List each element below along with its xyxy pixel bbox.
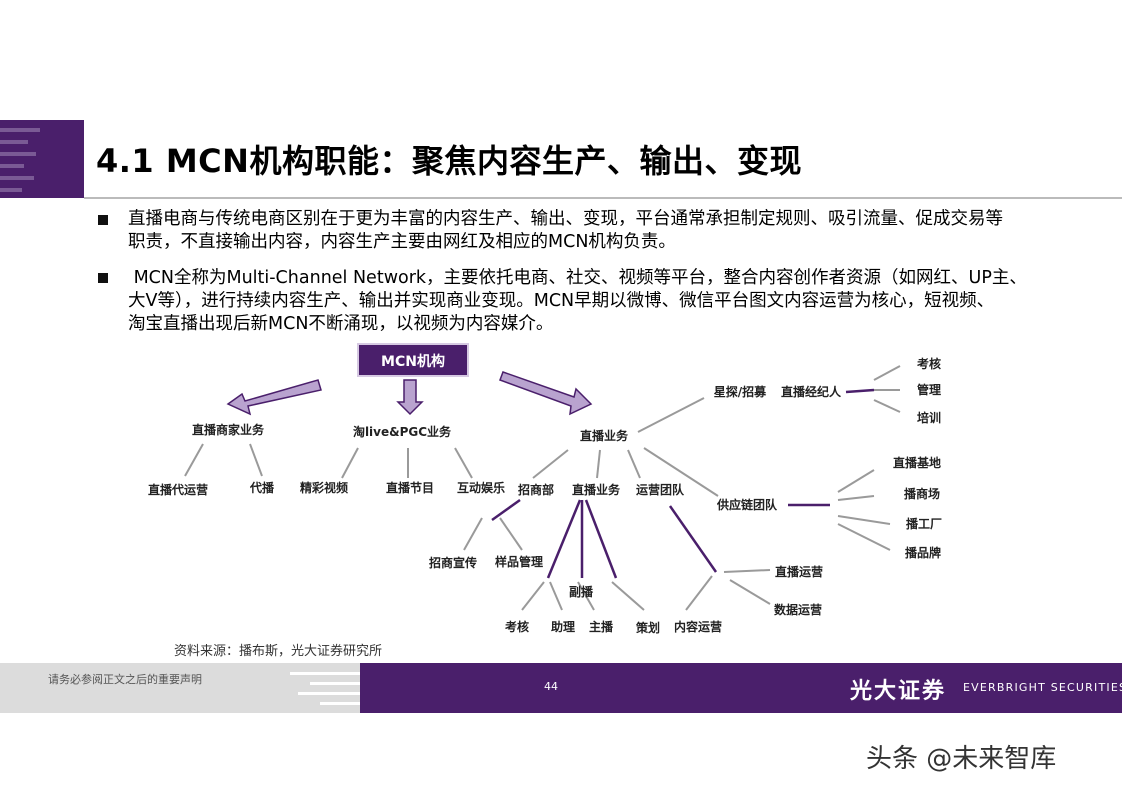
connector-line <box>341 447 359 479</box>
node-supply-chain: 供应链团队 <box>716 497 778 512</box>
connector-line <box>627 449 641 479</box>
node-live-program: 直播节目 <box>386 480 434 495</box>
bullet-2-line-2: 大V等），进行持续内容生产、输出并实现商业变现。MCN早期以微博、微信平台图文内… <box>128 291 995 311</box>
connector-line <box>837 523 891 551</box>
connector-line <box>454 447 473 479</box>
connector-line <box>463 517 483 551</box>
node-training: 培训 <box>917 410 941 425</box>
connector-line <box>837 515 891 525</box>
connector-line <box>249 443 263 477</box>
connector-line <box>873 365 901 381</box>
node-live-factory: 播工厂 <box>906 516 942 531</box>
node-investment-dept: 招商部 <box>518 482 554 497</box>
bullet-icon <box>98 215 108 225</box>
brand-logo-cn: 光大证券 <box>850 678 947 704</box>
bullet-icon <box>98 273 108 283</box>
bullet-1-line-1: 直播电商与传统电商区别在于更为丰富的内容生产、输出、变现，平台通常承担制定规则、… <box>128 209 1003 229</box>
connector-line-highlight <box>491 498 521 522</box>
header-decoration <box>0 120 84 198</box>
connector-line <box>837 469 875 493</box>
connector-line <box>532 449 569 479</box>
node-management: 管理 <box>917 382 941 397</box>
connector-line <box>637 397 705 433</box>
node-interactive-ent: 互动娱乐 <box>457 480 505 495</box>
page-title: 4.1 MCN机构职能：聚焦内容生产、输出、变现 <box>96 142 802 180</box>
connector-line <box>837 495 875 501</box>
connector-line <box>521 581 545 611</box>
connector-line <box>596 449 601 479</box>
watermark: 头条 @未来智库 <box>866 744 1057 774</box>
node-featured-video: 精彩视频 <box>300 480 348 495</box>
node-content-ops: 内容运营 <box>674 619 722 634</box>
connector-line <box>549 581 563 611</box>
footer-disclaimer: 请务必参阅正文之后的重要声明 <box>48 673 202 686</box>
root-node-label: MCN机构 <box>381 353 445 370</box>
node-live-agency-ops: 直播代运营 <box>148 482 208 497</box>
node-data-operations: 数据运营 <box>774 602 822 617</box>
node-scout: 星探/招募 <box>714 384 767 399</box>
connector-line <box>184 443 204 477</box>
bullet-1-line-2: 职责，不直接输出内容，内容生产主要由网红及相应的MCN机构负责。 <box>128 232 676 252</box>
connector-line <box>729 579 771 605</box>
node-sample-mgmt: 样品管理 <box>495 554 543 569</box>
node-investment-promo: 招商宣传 <box>429 555 477 570</box>
node-live-mall: 播商场 <box>904 486 940 501</box>
connector-line-highlight <box>845 388 875 394</box>
node-host-assessment: 考核 <box>505 619 529 634</box>
arrow-to-merchant <box>226 379 322 416</box>
node-live-brand: 播品牌 <box>905 545 941 560</box>
node-live-operations: 直播运营 <box>775 564 823 579</box>
connector-line-highlight <box>668 505 718 573</box>
node-vice-host: 副播 <box>569 584 594 599</box>
connector-line <box>643 447 719 497</box>
connector-line <box>611 581 645 611</box>
bullet-2-line-1: MCN全称为Multi-Channel Network，主要依托电商、社交、视频… <box>128 268 1027 288</box>
connector-line-highlight <box>546 499 582 579</box>
page-number: 44 <box>544 680 558 693</box>
node-ops-team: 运营团队 <box>636 482 685 497</box>
node-proxy-streaming: 代播 <box>249 480 275 495</box>
node-live-ops: 直播业务 <box>572 482 621 497</box>
node-merchant-business: 直播商家业务 <box>192 422 265 437</box>
arrow-to-taobao <box>396 379 424 416</box>
brand-logo-en: EVERBRIGHT SECURITIES <box>963 681 1122 694</box>
bullet-2-line-3: 淘宝直播出现后新MCN不断涌现，以视频为内容媒介。 <box>128 314 554 334</box>
node-live-base: 直播基地 <box>893 455 941 470</box>
node-assessment: 考核 <box>917 356 941 371</box>
node-assistant: 助理 <box>551 619 575 634</box>
connector-line-highlight <box>584 499 618 579</box>
node-live-business: 直播业务 <box>580 428 629 443</box>
node-planning: 策划 <box>636 620 660 635</box>
node-taolive-pgc: 淘live&PGC业务 <box>353 424 452 439</box>
root-node-box <box>357 343 469 377</box>
connector-line <box>873 399 901 413</box>
connector-line <box>723 569 771 573</box>
connector-line <box>685 575 713 611</box>
title-divider <box>84 197 1122 199</box>
node-agent: 直播经纪人 <box>781 384 842 399</box>
node-host: 主播 <box>589 619 614 634</box>
connector-line <box>499 517 523 551</box>
footer-left-panel <box>0 663 360 713</box>
connector-line <box>577 581 595 611</box>
arrow-to-live <box>499 371 593 416</box>
source-note: 资料来源：播布斯，光大证券研究所 <box>174 644 383 659</box>
